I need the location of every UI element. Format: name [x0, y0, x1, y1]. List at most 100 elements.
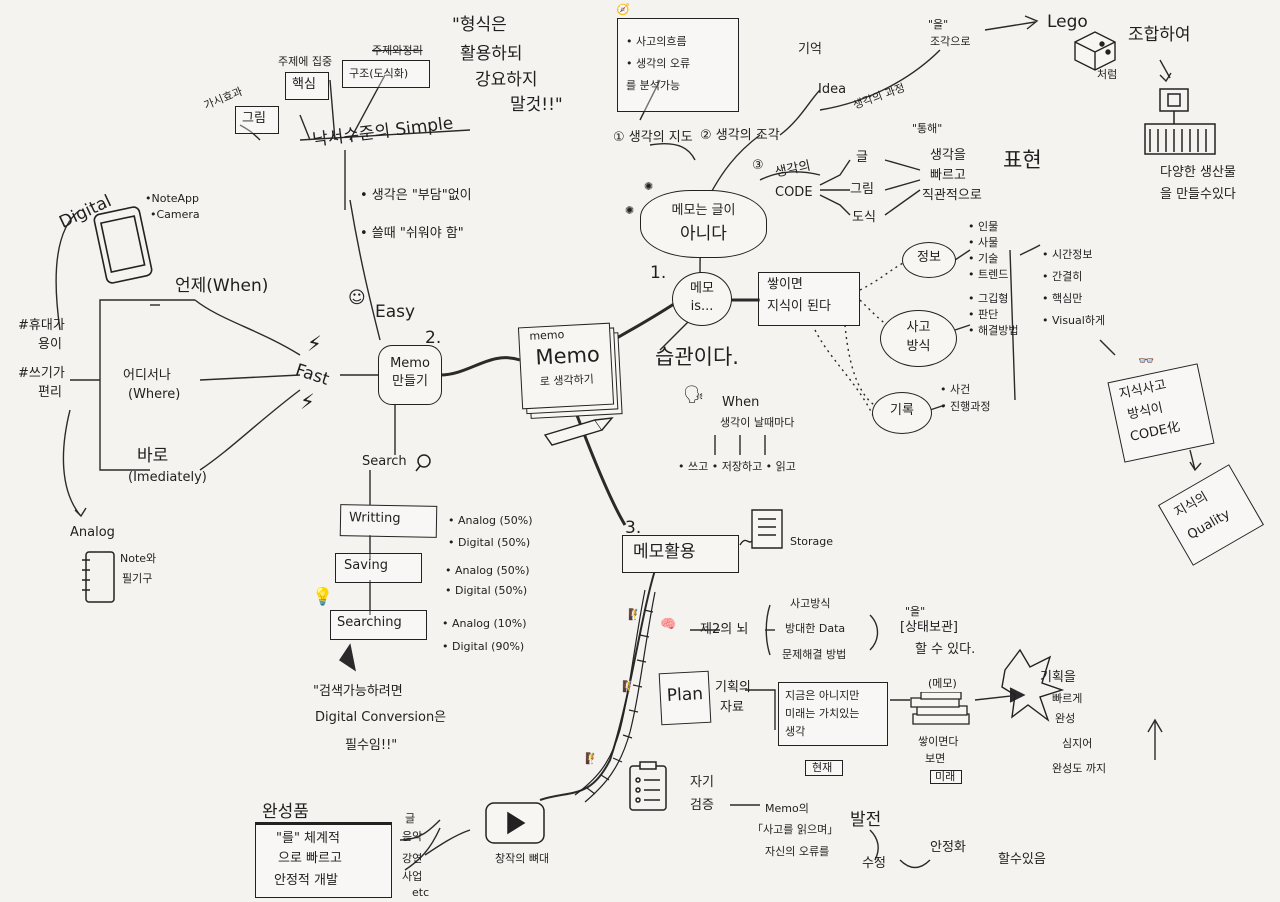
format-quote-line1: "형식은	[452, 15, 507, 35]
memory-label: 기억	[798, 42, 822, 57]
becomes-knowledge-box: 쌓이면 지식이 된다	[758, 272, 860, 326]
thinking-method-item: • 해결방법	[968, 324, 1019, 337]
self-check-memo: Memo의	[765, 802, 809, 815]
info-node-text: 정보	[917, 250, 941, 265]
info-item: • 사물	[968, 236, 999, 249]
express-line1: 생각을	[930, 148, 966, 163]
habit-actions: • 쓰고 • 저장하고 • 읽고	[678, 460, 796, 473]
combine-label: 조합하여	[1128, 25, 1191, 45]
knowledge-property: • 간결히	[1042, 270, 1083, 283]
search-note-line3: 필수임!!"	[345, 738, 398, 753]
develop-label: 발전	[850, 810, 882, 830]
thought-flow-item3: 를 분석가능	[626, 79, 681, 92]
hash-portable-line1: #휴대가	[18, 318, 65, 333]
fix-label: 수정	[862, 856, 886, 871]
info-item: • 기술	[968, 252, 999, 265]
self-check-line3: 「사고를 읽으며」	[752, 823, 839, 836]
code-text: 글	[856, 150, 868, 165]
info-node: 정보	[902, 242, 956, 278]
works-title: 완성품	[262, 802, 309, 822]
simple-bullet-easy: • 쓸때 "쉬워야 함"	[360, 226, 464, 241]
burst-icon	[1000, 645, 1070, 725]
knowledge-property: • 시간정보	[1042, 248, 1093, 261]
format-quote-line3: 강요하지	[475, 70, 538, 90]
products-line1: 다양한 생산물	[1160, 165, 1236, 180]
central-memo-subtitle: 로 생각하기	[539, 372, 595, 389]
memo-create-line1: Memo	[390, 356, 430, 371]
plan-box: Plan	[658, 670, 712, 726]
through-label: "통해"	[912, 122, 943, 135]
thinking-head-icon: 🗣	[683, 385, 705, 405]
map-of-thought: ① 생각의 지도	[613, 130, 693, 145]
hash-writing-line2: 편리	[38, 385, 62, 400]
stack-line1: 쌓이면다	[918, 735, 959, 748]
stack-line2: 보면	[925, 752, 946, 765]
second-brain-item: 방대한 Data	[785, 622, 846, 635]
search-label: Search	[362, 454, 407, 469]
thinking-method-line2: 방식	[906, 339, 931, 354]
searching-box: Searching	[330, 610, 427, 640]
works-item: 글	[405, 812, 416, 825]
thought-pieces: ② 생각의 조각	[700, 128, 780, 143]
structure-box: 구조(도식화)	[342, 60, 430, 88]
thought-code-line2: CODE	[775, 185, 813, 200]
code-drawing: 그림	[850, 182, 874, 197]
drawing-box-text: 그림	[242, 111, 266, 126]
easy-label: Easy	[375, 302, 416, 322]
storage-label: Storage	[790, 535, 834, 548]
memo-use-node[interactable]: 메모활용	[622, 535, 739, 573]
lightning-icon: ⚡	[307, 332, 322, 356]
notebook-icon	[78, 548, 118, 608]
express-line2: 빠르고	[930, 168, 966, 183]
self-check-line4: 자신의 오류를	[765, 845, 830, 858]
habit-label: 습관이다.	[655, 345, 739, 369]
storage-device-icon	[738, 505, 798, 555]
searching-box-text: Searching	[337, 615, 402, 630]
idea-label: Idea	[818, 82, 847, 97]
video-play-icon	[480, 795, 550, 850]
plan-result-line4: 심지어	[1062, 737, 1093, 750]
future-value-line3: 생각	[785, 725, 806, 738]
record-item: • 사건	[940, 383, 971, 396]
memo-create-node[interactable]: Memo 만들기	[378, 345, 442, 405]
magnifier-icon	[414, 453, 434, 473]
plan-result-line3: 완성	[1055, 712, 1076, 725]
where-line2: (Where)	[128, 387, 181, 402]
focus-topic-label: 주제에 집중	[278, 55, 333, 68]
note-app-label: •NoteApp	[145, 192, 200, 205]
thinking-method-item: • 그깁형	[968, 292, 1009, 305]
plan-box-text: Plan	[666, 684, 704, 706]
memo-stack-icon	[905, 692, 975, 732]
search-note-line2: Digital Conversion은	[315, 710, 447, 725]
pieces-note-line2: 조각으로	[930, 35, 971, 48]
record-node-text: 기록	[890, 403, 914, 418]
code-number: ③	[752, 158, 764, 173]
future-value-line2: 미래는 가치있는	[785, 707, 860, 720]
memo-is-node[interactable]: 메모 is...	[672, 272, 732, 326]
analog-label: Analog	[70, 525, 115, 540]
thought-flow-item1: • 사고의흐름	[626, 35, 687, 48]
central-memo-node[interactable]: memo Memo 로 생각하기	[517, 322, 615, 410]
sparkle-icon: ✺	[625, 204, 635, 217]
lego-brick-icon	[1070, 22, 1120, 72]
creation-skeleton: 창작의 뼈대	[495, 852, 550, 865]
knowledge-code-line2: 방식이	[1126, 400, 1165, 423]
climber-icon: 🧗	[628, 608, 642, 621]
hash-portable-line2: 용이	[38, 337, 62, 352]
works-item: etc	[412, 886, 430, 899]
second-brain-result-line1: [상태보관]	[900, 620, 958, 635]
works-line2: 으로 빠르고	[278, 851, 342, 866]
lightning-icon: ⚡	[300, 390, 315, 414]
becomes-knowledge-line2: 지식이 된다	[767, 299, 831, 314]
plan-material-line2: 자료	[720, 700, 744, 715]
compass-icon: 🧭	[616, 3, 630, 16]
thinking-method-line1: 사고	[906, 320, 931, 335]
lightbulb-icon: 💡	[312, 587, 334, 607]
stabilize-label: 안정화	[930, 840, 966, 855]
second-brain-item: 문제해결 방법	[782, 648, 847, 661]
writing-box: Writting	[339, 504, 438, 538]
format-quote-line4: 말것!!"	[510, 95, 563, 115]
thought-flow-item2: • 생각의 오류	[626, 57, 691, 70]
when-label: 언제(When)	[175, 276, 269, 296]
